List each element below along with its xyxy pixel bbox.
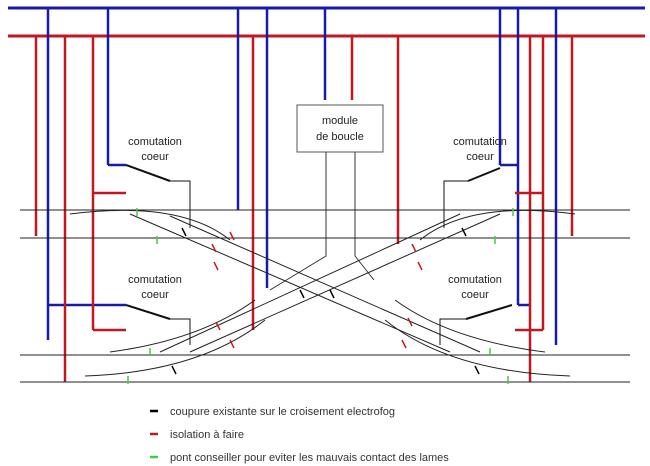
comutation-bl-line1: comutation — [128, 274, 182, 286]
legend-item-1: isolation à faire — [170, 429, 244, 441]
comutation-tl-line1: comutation — [128, 136, 182, 148]
comutation-br-line1: comutation — [448, 274, 502, 286]
comutation-br-line2: coeur — [461, 289, 489, 301]
module-label-line1: module — [322, 115, 358, 127]
comutation-tr-line2: coeur — [466, 151, 494, 163]
red-feeders — [34, 36, 574, 382]
bus-lines — [8, 6, 645, 38]
black-cut-marks — [171, 227, 480, 375]
comutation-tl-line2: coeur — [141, 151, 169, 163]
legend: coupure existante sur le croisement elec… — [150, 406, 449, 464]
module-label-line2: de boucle — [316, 131, 364, 143]
green-bridge-marks — [127, 208, 514, 384]
red-isolation-marks — [211, 231, 423, 349]
blue-feeders — [46, 8, 558, 345]
legend-item-0: coupure existante sur le croisement elec… — [170, 406, 395, 418]
comutation-bl-line2: coeur — [141, 289, 169, 301]
tracks — [20, 209, 630, 383]
comutation-labels: comutation coeur comutation coeur comuta… — [128, 136, 507, 301]
comutation-tr-line1: comutation — [453, 136, 507, 148]
legend-item-2: pont conseiller pour eviter les mauvais … — [170, 452, 449, 464]
module-de-boucle: module de boucle — [269, 104, 384, 291]
switch-contacts — [125, 164, 513, 345]
